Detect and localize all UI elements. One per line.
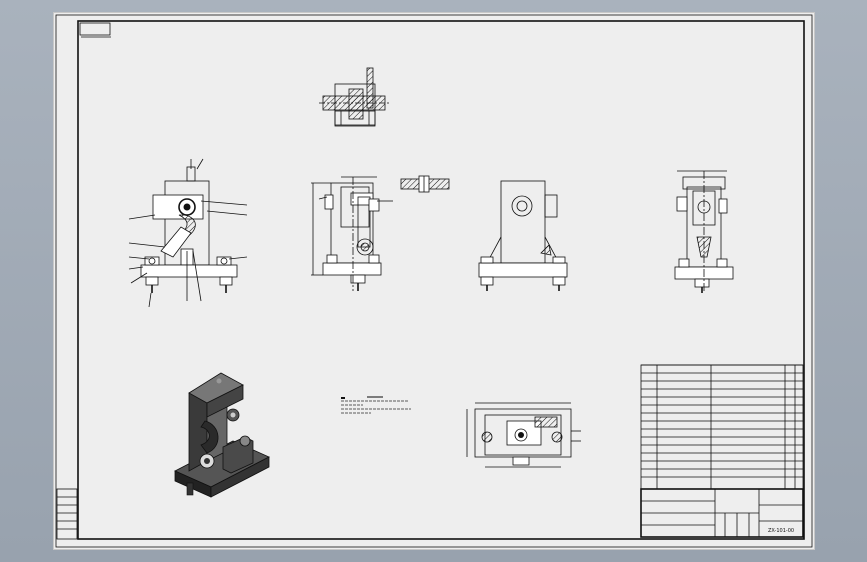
inner-border [77, 20, 805, 540]
drawing-sheet: ZX-101-00 [53, 12, 815, 550]
corner-marker [79, 22, 111, 38]
part-number: ZX-101-00 [768, 528, 794, 534]
section-view-c-c [400, 175, 450, 193]
bom-table [640, 364, 804, 490]
margin-zone-block [56, 488, 78, 540]
front-view [128, 158, 248, 308]
right-side-view [674, 170, 734, 293]
technical-notes [341, 396, 411, 414]
title-block: ZX-101-00 [640, 488, 804, 538]
isometric-view [174, 372, 270, 498]
outer-border [55, 14, 813, 548]
top-view [466, 402, 581, 468]
drawing-canvas: ZX-101-00 [55, 14, 813, 548]
rear-view [478, 180, 568, 291]
section-view-a-a [319, 67, 391, 127]
left-view [311, 176, 393, 291]
